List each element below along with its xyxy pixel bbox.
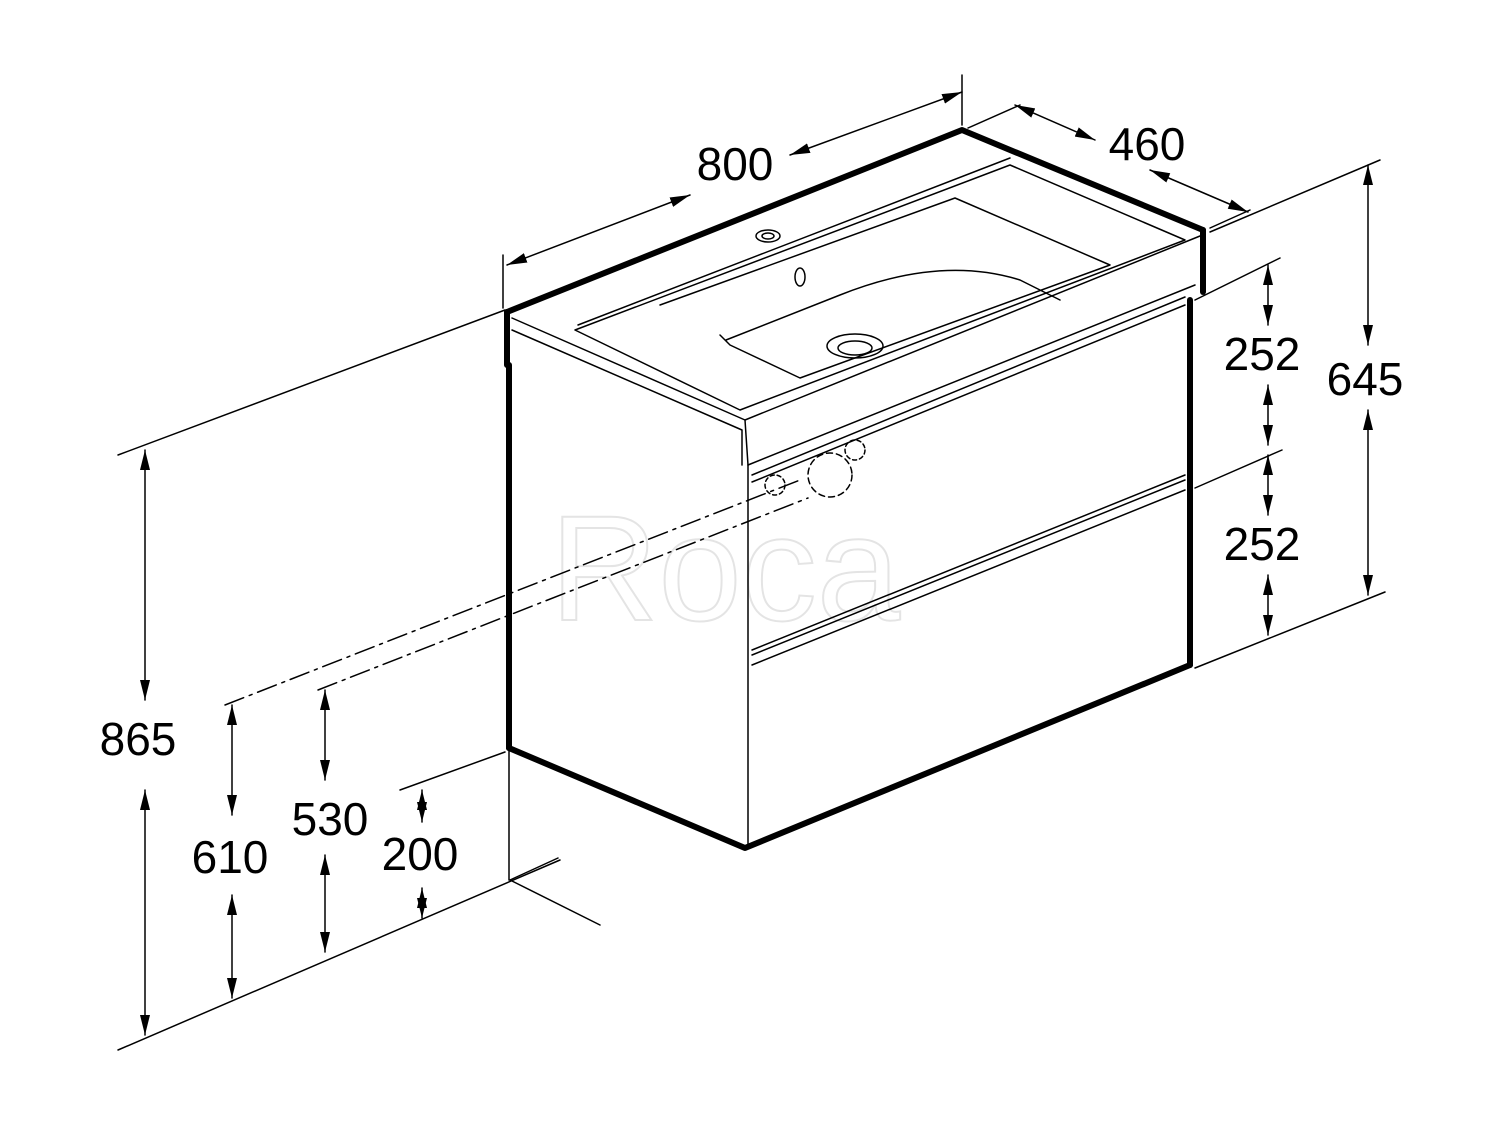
dim-530-label: 530 <box>292 793 369 845</box>
dim-drawer-top-label: 252 <box>1224 328 1301 380</box>
dim-depth-label: 460 <box>1109 118 1186 170</box>
roca-watermark: Roca <box>550 484 901 652</box>
dim-width-label: 800 <box>697 138 774 190</box>
basin <box>504 127 1206 466</box>
dim-200-label: 200 <box>382 828 459 880</box>
dim-drawer-bottom-label: 252 <box>1224 518 1301 570</box>
drawer-top-handle <box>751 296 1186 483</box>
dimension-labels: 800 460 645 252 252 865 610 530 200 <box>100 118 1404 883</box>
dim-top-height-label: 865 <box>100 713 177 765</box>
dim-610-label: 610 <box>192 831 269 883</box>
dim-total-height-label: 645 <box>1327 353 1404 405</box>
drawer-bottom-handle <box>751 479 1186 666</box>
cabinet <box>506 296 1193 851</box>
